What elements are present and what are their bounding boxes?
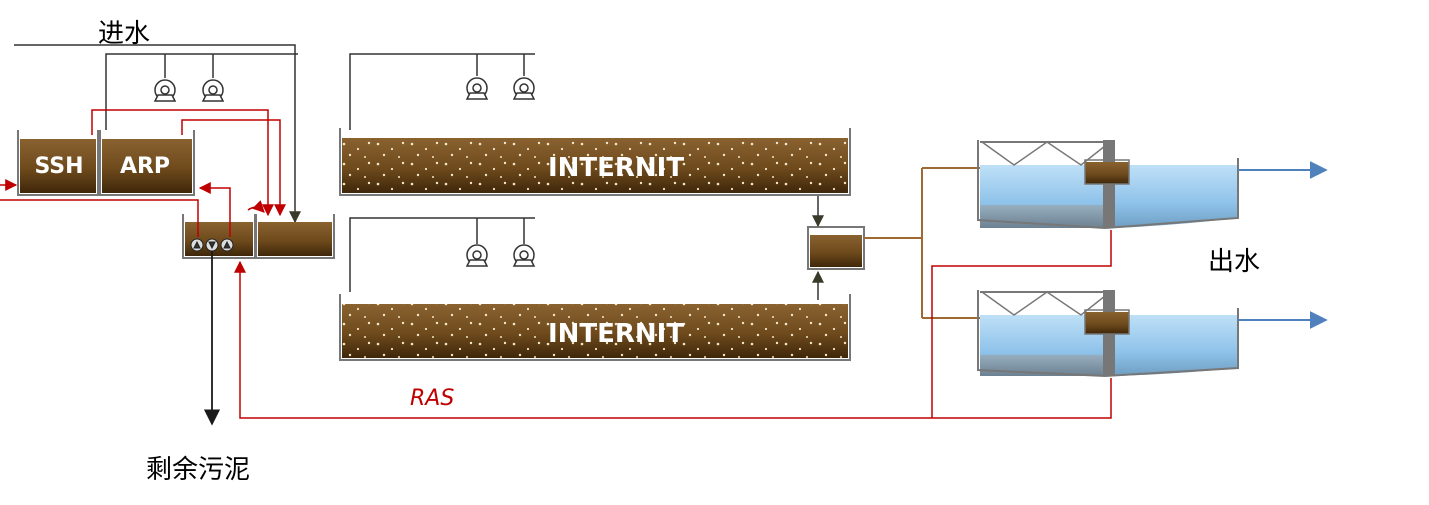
recycle-lines bbox=[0, 109, 286, 237]
mixer-icon bbox=[190, 238, 234, 252]
internit-bottom-label: INTERNIT bbox=[548, 319, 684, 349]
waste-sludge-label: 剩余污泥 bbox=[146, 455, 250, 485]
ssh-label: SSH bbox=[34, 154, 83, 179]
clarifier-top bbox=[977, 140, 1328, 229]
collection-box bbox=[807, 196, 865, 300]
internit-tank-top: INTERNIT bbox=[339, 128, 851, 196]
arp-tank: ARP bbox=[99, 130, 195, 196]
anoxic-selector-tank bbox=[255, 214, 335, 259]
pump-icon bbox=[153, 54, 225, 102]
mixed-liquor-pipe bbox=[864, 167, 982, 319]
ras-line bbox=[234, 230, 1112, 419]
influent-lines bbox=[14, 44, 535, 292]
clarifier-bottom bbox=[977, 290, 1328, 377]
arp-label: ARP bbox=[120, 154, 170, 179]
internit-top-label: INTERNIT bbox=[548, 153, 684, 183]
ssh-tank: SSH bbox=[17, 130, 99, 196]
pump-icon bbox=[465, 54, 536, 100]
sludge-mixing-tank bbox=[182, 214, 256, 259]
influent-label: 进水 bbox=[98, 19, 150, 49]
effluent-label: 出水 bbox=[1208, 247, 1260, 277]
ras-label: RAS bbox=[410, 386, 454, 411]
internit-tank-bottom: INTERNIT bbox=[339, 294, 851, 361]
pump-icon bbox=[465, 218, 536, 267]
